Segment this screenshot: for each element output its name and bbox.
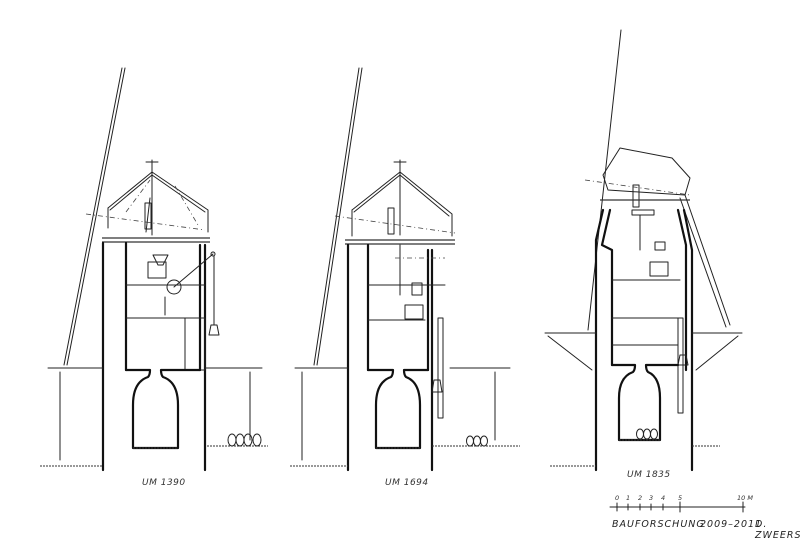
section-phase-1835 xyxy=(544,29,743,472)
scale-tick: 4 xyxy=(661,494,666,502)
scale-tick: 0 xyxy=(615,494,620,502)
caption-author: D. ZWEERS xyxy=(755,519,800,541)
section-phase-1390 xyxy=(40,67,268,472)
scale-tick: 1 xyxy=(626,494,631,502)
phase-label-1835: UM 1835 xyxy=(627,470,671,480)
scale-bar xyxy=(609,501,746,513)
grain-sacks xyxy=(636,428,658,440)
scale-end-label: 10 M xyxy=(737,494,753,502)
caption-project: BAUFORSCHUNG xyxy=(612,519,705,530)
phase-label-1390: UM 1390 xyxy=(142,478,186,488)
scale-tick: 3 xyxy=(649,494,654,502)
scale-tick: 2 xyxy=(638,494,643,502)
caption-years: 2009–2011 xyxy=(700,519,763,530)
scale-tick: 5 xyxy=(678,494,683,502)
phase-label-1694: UM 1694 xyxy=(385,478,429,488)
section-phase-1694 xyxy=(290,67,520,472)
grain-sacks xyxy=(227,433,262,447)
grain-sacks xyxy=(466,435,488,447)
